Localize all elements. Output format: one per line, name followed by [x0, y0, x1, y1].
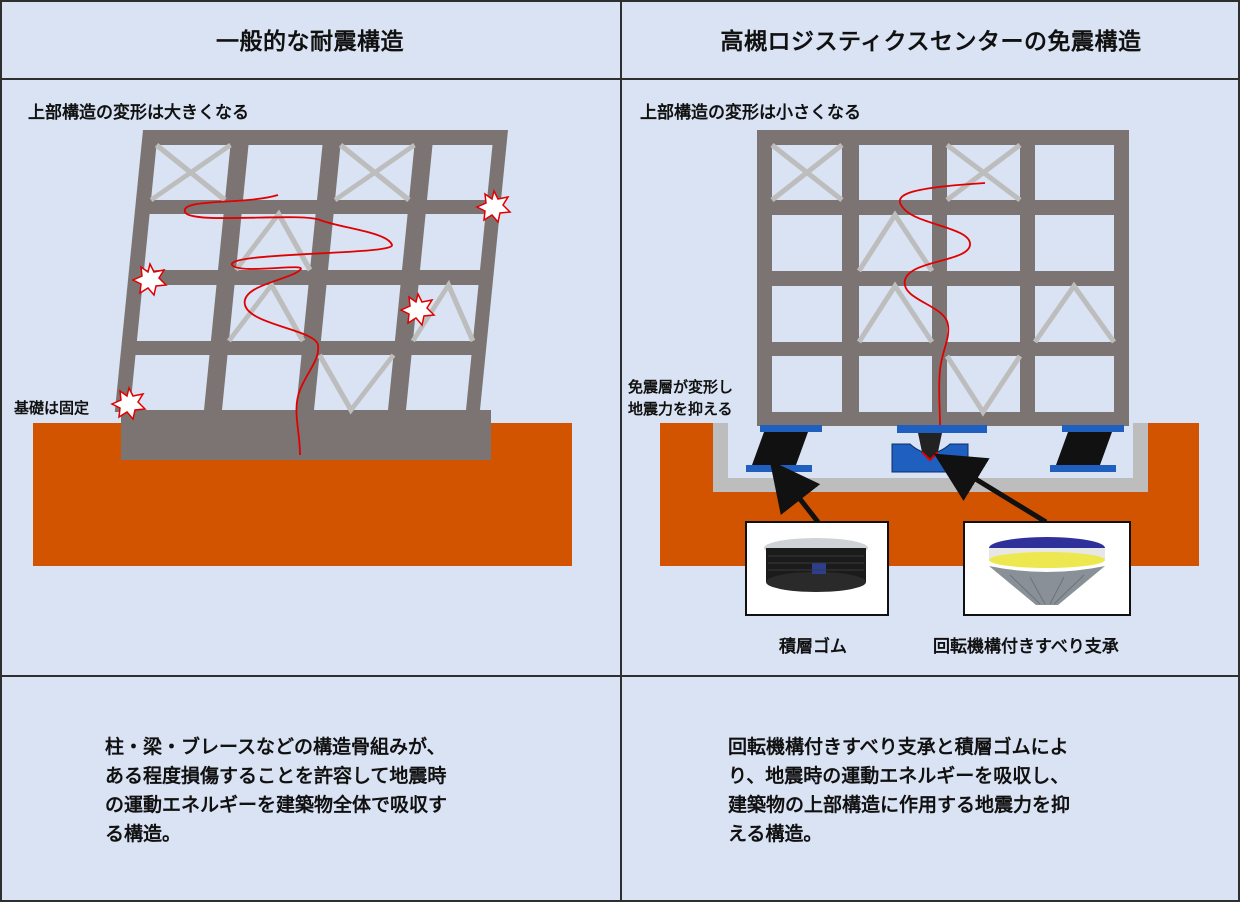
header-seismic-isolation: 高槻ロジスティクスセンターの免震構造 [720, 29, 1142, 55]
damage-burst-icon [399, 291, 436, 327]
isolation-label: 免震層が変形し 地震力を抑える [628, 376, 734, 420]
arrow-icon [769, 460, 821, 524]
right-building-frame [757, 130, 1129, 426]
sliding-bearing-photo [963, 521, 1131, 616]
arrow-icon [933, 453, 1048, 525]
right-description: 回転機構付きすべり支承と積層ゴムによ り、地震時の運動エネルギーを吸収し、 建築… [728, 736, 1071, 845]
left-subcaption: 上部構造の変形は大きくなる [28, 103, 249, 123]
header-seismic-resistant: 一般的な耐震構造 [216, 29, 404, 55]
damage-burst-icon [475, 188, 512, 224]
damage-burst-icons [110, 188, 512, 421]
laminated-rubber-photo [745, 521, 889, 616]
left-description: 柱・梁・ブレースなどの構造骨組みが、 ある程度損傷することを許容して地震時 の運… [105, 736, 448, 845]
left-diagram [33, 130, 572, 566]
table-border-right [1238, 0, 1240, 902]
damage-burst-icon [110, 385, 147, 421]
laminated-rubber-label: 積層ゴム [779, 637, 847, 657]
right-diagram [660, 130, 1199, 616]
seismic-wave-icon [184, 194, 393, 456]
left-building-frame [114, 130, 508, 415]
seismic-wave-icon [899, 182, 986, 426]
laminated-rubber-bearing-right [1050, 425, 1124, 472]
sliding-bearing-label: 回転機構付きすべり支承 [933, 637, 1119, 657]
right-subcaption: 上部構造の変形は小さくなる [640, 103, 861, 123]
left-foundation [121, 410, 491, 460]
damage-burst-icon [131, 261, 168, 297]
structure-diagrams [33, 130, 1199, 616]
table-border-left [0, 0, 2, 902]
column-divider [620, 0, 622, 902]
foundation-label: 基礎は固定 [14, 399, 90, 417]
